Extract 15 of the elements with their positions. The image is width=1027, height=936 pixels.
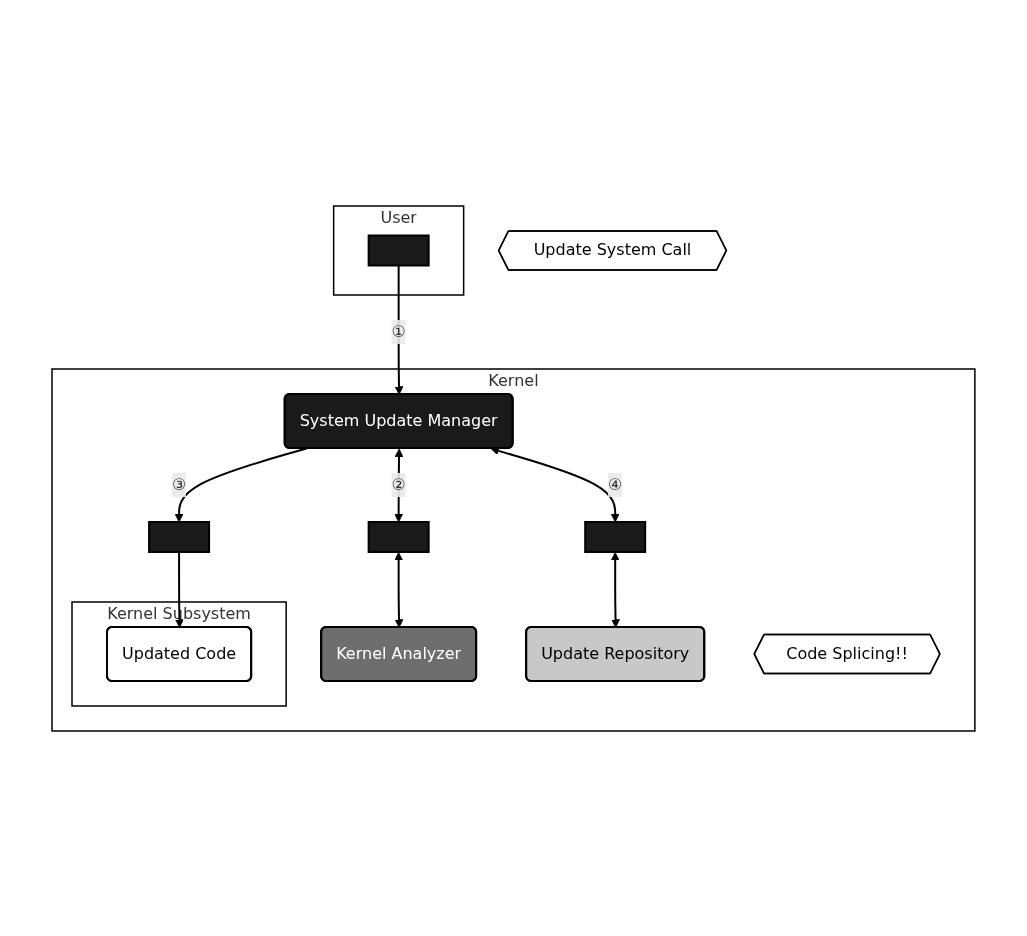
node-box bbox=[367, 520, 430, 553]
arrow bbox=[394, 551, 404, 628]
edge-label: ② bbox=[391, 474, 406, 494]
node-box bbox=[367, 234, 430, 266]
arrow bbox=[394, 264, 404, 395]
cluster: User bbox=[332, 204, 465, 296]
node-box bbox=[148, 520, 211, 553]
arrow bbox=[610, 551, 620, 628]
arrow bbox=[490, 446, 620, 522]
arrow bbox=[175, 550, 184, 628]
edge-label: ④ bbox=[608, 474, 623, 494]
arrow bbox=[174, 447, 308, 522]
edge-label: ① bbox=[391, 321, 406, 341]
edge-label: ③ bbox=[171, 474, 187, 494]
node-box bbox=[584, 520, 647, 553]
